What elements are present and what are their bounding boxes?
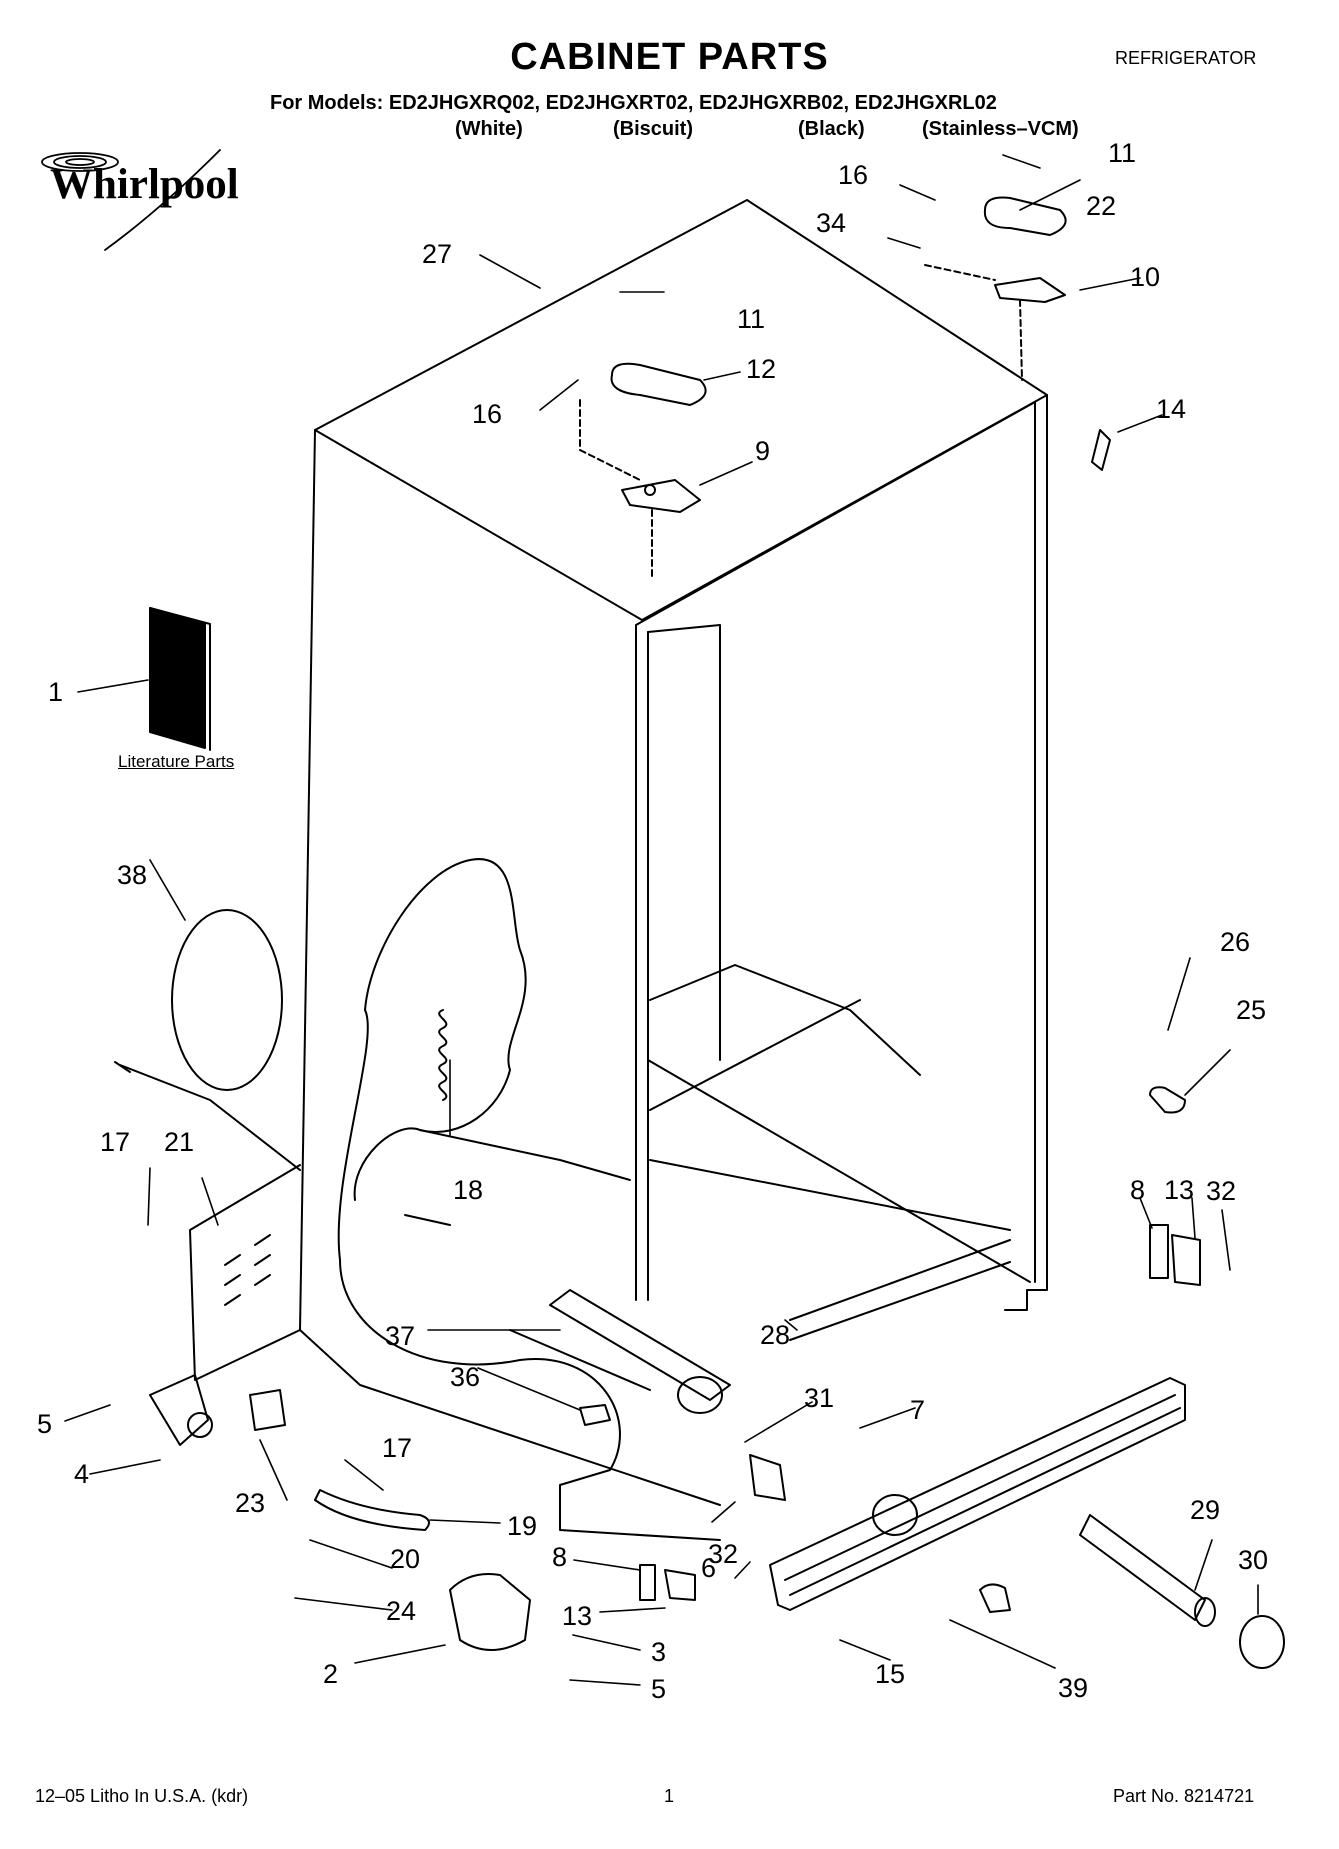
callout-22: 22 [1086,191,1116,221]
callout-21: 21 [164,1127,194,1157]
callout-16-left: 16 [472,399,502,429]
callout-9: 9 [755,436,770,466]
access-cover [189,1164,301,1381]
literature-booklet [149,607,211,751]
water-filter [1079,1514,1285,1669]
power-cord [114,909,301,1171]
callout-6: 6 [701,1553,716,1583]
color-stainless: (Stainless–VCM) [922,118,1079,140]
callout-27: 27 [422,239,452,269]
category-label: REFRIGERATOR [1115,48,1257,68]
callout-19: 19 [507,1511,537,1541]
callout-5-bottom: 5 [651,1674,666,1704]
callout-36: 36 [450,1362,480,1392]
callout-29: 29 [1190,1495,1220,1525]
color-biscuit: (Biscuit) [613,118,693,140]
callout-8-right: 8 [1130,1175,1145,1205]
callout-4: 4 [74,1459,89,1489]
base-grille [769,1377,1186,1611]
water-valve-assembly [509,1289,731,1414]
footer-print-info: 12–05 Litho In U.S.A. (kdr) [35,1786,249,1806]
insulation-cutaway [337,858,721,1541]
callout-2: 2 [323,1659,338,1689]
top-hinge-right [924,196,1067,381]
small-hardware [149,429,1201,1651]
callout-13-right: 13 [1164,1175,1194,1205]
callout-37: 37 [385,1321,415,1351]
literature-parts-label: Literature Parts [118,752,235,771]
callout-13-bottom: 13 [562,1601,592,1631]
callout-16-top: 16 [838,160,868,190]
footer-page-number: 1 [664,1786,675,1806]
callout-17-bottom: 17 [382,1433,412,1463]
callout-1: 1 [48,677,63,707]
callout-39: 39 [1058,1673,1088,1703]
spring-part [438,1009,448,1101]
callout-15: 15 [875,1659,905,1689]
color-white: (White) [455,118,523,140]
callout-8-bottom: 8 [552,1542,567,1572]
callout-24: 24 [386,1596,416,1626]
callout-5-left: 5 [37,1409,52,1439]
callout-numbers: 1 2 3 4 5 5 6 7 8 8 9 10 11 11 12 13 13 … [37,138,1268,1704]
callout-14: 14 [1156,394,1186,424]
callout-32-right: 32 [1206,1176,1236,1206]
color-black: (Black) [798,118,865,140]
leader-lines [64,154,1259,1686]
whirlpool-swirl-icon [41,149,221,251]
callout-26: 26 [1220,927,1250,957]
callout-23: 23 [235,1488,265,1518]
footer-part-number: Part No. 8214721 [1113,1786,1255,1806]
callout-10: 10 [1130,262,1160,292]
top-hinge-left [579,362,707,581]
callout-30: 30 [1238,1545,1268,1575]
callout-12: 12 [746,354,776,384]
callout-11-center: 11 [737,304,765,334]
callout-38: 38 [117,860,147,890]
callout-32-bottom: 32 [708,1539,738,1569]
callout-18: 18 [453,1175,483,1205]
callout-17-left: 17 [100,1127,130,1157]
callout-28: 28 [760,1320,790,1350]
callout-3: 3 [651,1637,666,1667]
callout-20: 20 [390,1544,420,1574]
refrigerator-cabinet [299,199,1048,1506]
page-title: CABINET PARTS [510,36,829,78]
callout-7: 7 [910,1395,925,1425]
callout-11-right: 11 [1108,138,1136,168]
models-line: For Models: ED2JHGXRQ02, ED2JHGXRT02, ED… [270,92,997,114]
callout-31: 31 [804,1383,834,1413]
callout-25: 25 [1236,995,1266,1025]
callout-34: 34 [816,208,846,238]
